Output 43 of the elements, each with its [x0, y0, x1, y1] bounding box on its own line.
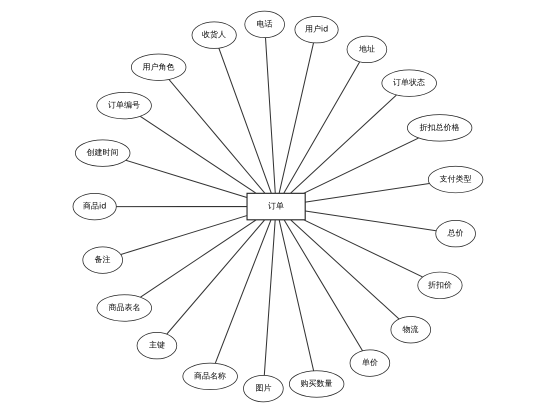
node-ellipse: 支付类型 — [427, 166, 483, 194]
node-ellipse: 用户id — [294, 16, 338, 44]
connector — [168, 79, 265, 194]
node-ellipse: 用户角色 — [130, 54, 186, 81]
connector — [116, 206, 246, 208]
node-ellipse: 商品id — [72, 192, 116, 220]
node-ellipse: 单价 — [349, 349, 390, 377]
node-box: 订单 — [246, 192, 306, 220]
connector — [278, 220, 314, 371]
node-ellipse: 地址 — [346, 36, 387, 64]
node-ellipse: 折扣总价格 — [406, 114, 472, 142]
node-ellipse: 物流 — [390, 316, 430, 344]
connector — [214, 220, 271, 364]
node-ellipse: 电话 — [244, 10, 284, 38]
node-ellipse: 折扣价 — [416, 272, 462, 299]
connector — [302, 138, 418, 194]
connector — [303, 219, 422, 278]
connector — [290, 220, 399, 320]
node-ellipse: 主键 — [136, 332, 177, 360]
connector — [290, 94, 396, 194]
node-ellipse: 订单状态 — [381, 70, 436, 97]
connector — [278, 42, 314, 194]
node-ellipse: 商品表名 — [96, 294, 152, 322]
node-ellipse: 购买数量 — [288, 370, 344, 398]
node-ellipse: 总价 — [434, 220, 476, 248]
node-ellipse: 图片 — [242, 374, 284, 402]
connector — [140, 116, 256, 194]
connector — [282, 62, 360, 194]
node-ellipse: 商品名称 — [182, 362, 238, 390]
node-ellipse: 收货人 — [191, 22, 236, 49]
connector — [125, 160, 247, 198]
node-ellipse: 创建时间 — [74, 140, 130, 167]
connector — [120, 215, 247, 255]
node-ellipse: 订单编号 — [96, 92, 152, 120]
connector — [283, 220, 362, 351]
connector — [218, 48, 272, 194]
node-ellipse: 备注 — [82, 246, 122, 274]
connector — [264, 38, 276, 194]
connector — [263, 220, 276, 376]
connector — [304, 183, 429, 203]
connector — [166, 220, 265, 334]
connector — [140, 219, 256, 298]
connector — [304, 210, 436, 232]
